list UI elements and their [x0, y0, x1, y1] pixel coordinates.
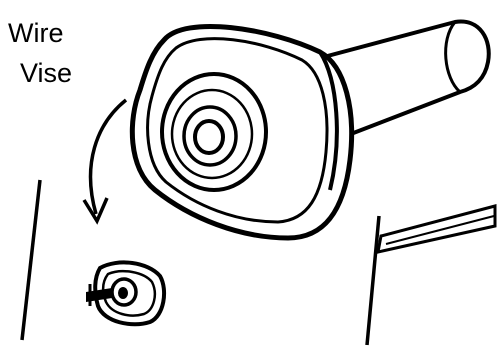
small-wire-vise [86, 262, 164, 324]
knob-center-hole [195, 121, 223, 153]
callout-label-line2: Vise [20, 58, 72, 88]
vise-knob [132, 26, 351, 238]
pointer-arrow [84, 100, 126, 221]
panel-edge-right [367, 216, 379, 345]
rear-rod-body [378, 206, 495, 252]
small-vise-center [118, 287, 128, 299]
callout-label-line1: Wire [8, 18, 64, 48]
pointer-arrow-curve [91, 100, 126, 214]
rear-rod [378, 206, 495, 252]
panel-edge-left [22, 180, 40, 340]
callout-label: Wire Vise [8, 18, 72, 88]
